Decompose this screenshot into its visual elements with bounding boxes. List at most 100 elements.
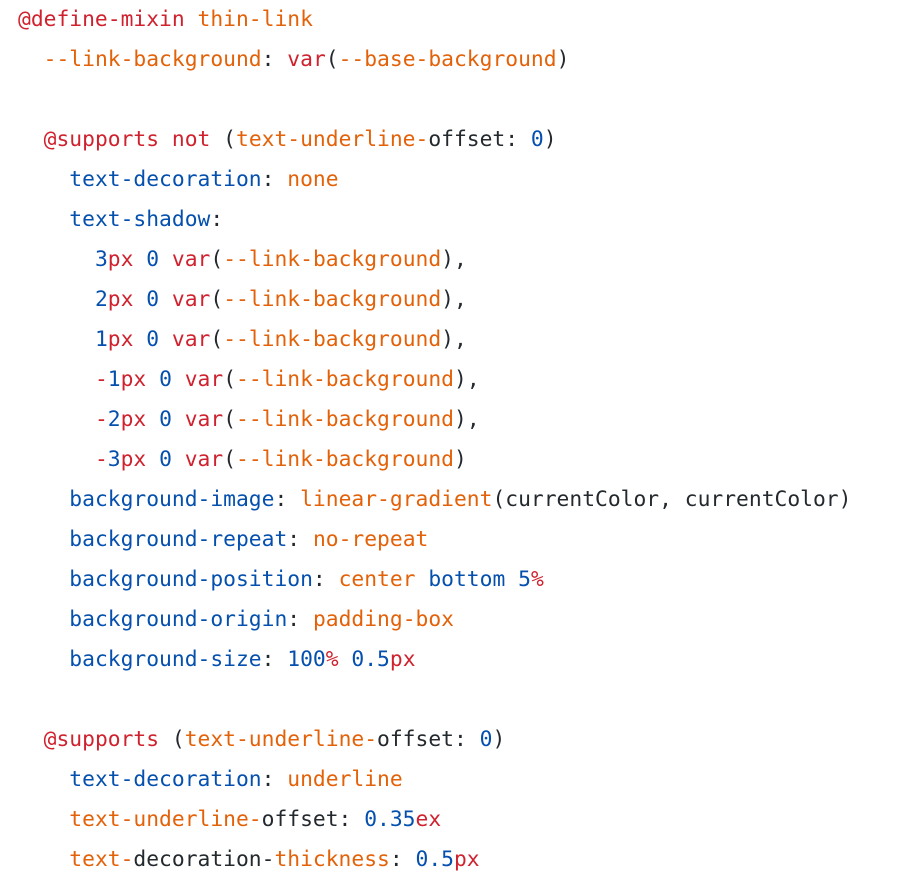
code-line: -3px 0 var(--link-background) xyxy=(0,442,910,482)
code-line: background-image: linear-gradient(curren… xyxy=(0,482,910,522)
code-line xyxy=(0,682,910,722)
code-token: background-size xyxy=(69,647,262,672)
code-token: 0 xyxy=(146,287,172,312)
code-token: ( xyxy=(325,47,339,72)
code-token: var xyxy=(184,407,224,432)
code-token: px xyxy=(453,847,480,872)
code-token: text-underline- xyxy=(236,127,429,152)
code-token: var xyxy=(171,327,211,352)
code-line: background-position: center bottom 5% xyxy=(0,562,910,602)
code-indent xyxy=(18,607,69,632)
code-token: ), xyxy=(454,407,480,432)
code-indent xyxy=(18,527,69,552)
code-line: -1px 0 var(--link-background), xyxy=(0,362,910,402)
code-token: 100 xyxy=(287,647,326,672)
code-indent xyxy=(18,727,44,752)
code-token: var xyxy=(184,367,224,392)
code-token: 1 xyxy=(107,367,121,392)
code-token: : xyxy=(261,767,288,792)
code-line: 2px 0 var(--link-background), xyxy=(0,282,910,322)
code-line xyxy=(0,82,910,122)
code-token: 0 xyxy=(146,327,172,352)
code-indent xyxy=(18,807,69,832)
code-indent xyxy=(18,207,69,232)
code-line: --link-background: var(--base-background… xyxy=(0,42,910,82)
code-token: underline xyxy=(287,767,403,792)
code-token: none xyxy=(287,167,339,192)
code-token: ) xyxy=(492,727,506,752)
code-token: center xyxy=(338,567,429,592)
code-indent xyxy=(18,287,95,312)
code-token: var xyxy=(171,247,211,272)
code-token: padding-box xyxy=(312,607,454,632)
code-token: --link-background xyxy=(236,447,454,472)
code-token: thin-link xyxy=(197,7,313,32)
code-indent xyxy=(18,47,44,72)
code-token: var xyxy=(171,287,211,312)
code-token: thickness xyxy=(274,847,390,872)
code-token: var xyxy=(287,47,326,72)
code-token: px xyxy=(107,287,147,312)
code-token: 0.35 xyxy=(364,807,416,832)
code-token: --base-background xyxy=(338,47,557,72)
code-token: px xyxy=(120,447,160,472)
code-line: background-size: 100% 0.5px xyxy=(0,642,910,682)
code-token: : xyxy=(274,487,301,512)
code-token: text-decoration xyxy=(69,167,262,192)
code-token: @supports not xyxy=(43,127,224,152)
code-indent xyxy=(18,767,69,792)
code-token: 0 xyxy=(159,367,185,392)
code-indent xyxy=(18,127,44,152)
code-indent xyxy=(18,487,69,512)
code-token: 0.5 xyxy=(415,847,454,872)
code-token: var xyxy=(184,447,224,472)
code-line: 1px 0 var(--link-background), xyxy=(0,322,910,362)
code-token: ( xyxy=(171,727,185,752)
code-line: @supports not (text-underline-offset: 0) xyxy=(0,122,910,162)
code-token: ) xyxy=(543,127,557,152)
code-line: text-decoration: underline xyxy=(0,762,910,802)
code-token: ( xyxy=(223,447,237,472)
code-token: : xyxy=(261,47,288,72)
code-line: @supports (text-underline-offset: 0) xyxy=(0,722,910,762)
code-line: text-shadow: xyxy=(0,202,910,242)
code-token: 0 xyxy=(479,727,493,752)
code-token: ex xyxy=(415,807,442,832)
code-token: ( xyxy=(210,247,224,272)
code-token: offset: xyxy=(428,127,531,152)
code-token: : xyxy=(312,567,339,592)
code-indent xyxy=(18,447,95,472)
code-token: ( xyxy=(210,287,224,312)
code-token: px xyxy=(107,327,147,352)
code-line: text-underline-offset: 0.35ex xyxy=(0,802,910,842)
code-token: ( xyxy=(223,367,237,392)
code-indent xyxy=(18,367,95,392)
code-token: text- xyxy=(69,847,134,872)
code-token: ), xyxy=(454,367,480,392)
code-token: decoration- xyxy=(133,847,275,872)
code-line: text-decoration-thickness: 0.5px xyxy=(0,842,910,882)
code-line: 3px 0 var(--link-background), xyxy=(0,242,910,282)
code-token: - xyxy=(94,407,108,432)
code-token: @supports xyxy=(43,727,172,752)
code-token: : xyxy=(287,527,313,552)
code-token: px xyxy=(389,647,416,672)
code-token: text-shadow xyxy=(69,207,211,232)
code-token: px xyxy=(120,407,160,432)
code-token: --link-background xyxy=(236,407,454,432)
code-token: ( xyxy=(223,127,236,152)
code-token: px xyxy=(107,247,147,272)
code-token: : xyxy=(210,207,224,232)
code-token: 1 xyxy=(94,327,108,352)
code-token: ) xyxy=(454,447,467,472)
code-token: background-position xyxy=(69,567,313,592)
code-token: text-underline- xyxy=(69,807,262,832)
code-token: @define-mixin xyxy=(18,7,198,32)
code-token: linear-gradient xyxy=(300,487,493,512)
code-token: : xyxy=(389,847,416,872)
code-token: - xyxy=(94,367,108,392)
code-token: bottom xyxy=(428,567,519,592)
code-token: offset: xyxy=(377,727,480,752)
code-token: 3 xyxy=(94,247,108,272)
code-token: 0 xyxy=(159,407,185,432)
